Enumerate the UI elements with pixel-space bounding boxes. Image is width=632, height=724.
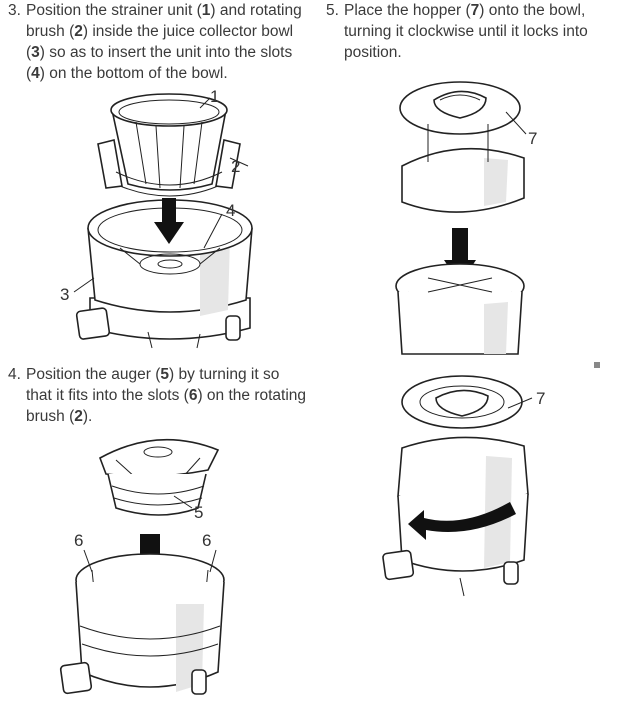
callout-7-bottom: 7	[536, 389, 545, 408]
text-run: ) onto the bowl, turning it clockwise un…	[344, 2, 588, 61]
callout-2: 2	[231, 157, 240, 176]
text-run: ) inside the juice collector bowl (	[26, 23, 294, 61]
text-run: ) by turning it so that it fits into the…	[26, 366, 280, 404]
step-3-instruction: 3. Position the strainer unit (1) and ro…	[8, 0, 308, 84]
part-ref-number: 2	[74, 408, 83, 425]
step-text: Position the strainer unit (1) and rotat…	[8, 0, 308, 84]
step-text: Place the hopper (7) onto the bowl, turn…	[326, 0, 616, 63]
bullet-marker	[594, 362, 600, 368]
part-ref-number: 6	[188, 387, 198, 404]
text-run: ) so as to insert the unit into the slot…	[26, 44, 293, 82]
text-run: ) and rotating brush (	[26, 2, 302, 40]
text-run: ).	[82, 408, 93, 425]
callout-7-top: 7	[528, 129, 537, 148]
illustration-assembled-rotate: 7	[382, 375, 545, 597]
callout-4: 4	[226, 201, 235, 220]
step-number: 5.	[326, 2, 339, 19]
step-4-instruction: 4. Position the auger (5) by turning it …	[8, 364, 308, 427]
illustration-auger-into-brush: 5 6 6	[59, 438, 225, 695]
step-number: 3.	[8, 2, 21, 19]
text-run: Position the auger (	[26, 366, 161, 383]
step-text: Position the auger (5) by turning it so …	[8, 364, 308, 427]
part-ref-number: 5	[160, 366, 170, 383]
callout-1: 1	[210, 87, 219, 106]
illustration-hopper-placement: 7	[395, 81, 537, 355]
text-run: ) on the bottom of the bowl.	[39, 65, 228, 82]
step-5-instruction: 5. Place the hopper (7) onto the bowl, t…	[326, 0, 616, 63]
text-run: ) on the rotating brush (	[26, 387, 307, 425]
step-number: 4.	[8, 366, 21, 383]
callout-6-right: 6	[202, 531, 211, 550]
callout-6-left: 6	[74, 531, 83, 550]
callout-5: 5	[194, 503, 203, 522]
part-ref-number: 3	[31, 44, 40, 61]
part-ref-number: 7	[470, 2, 480, 19]
part-ref-number: 2	[74, 23, 83, 40]
callout-3: 3	[60, 285, 69, 304]
text-run: Position the strainer unit (	[26, 2, 202, 19]
part-ref-number: 1	[201, 2, 211, 19]
illustration-strainer-into-bowl: 1 2 4 3	[60, 87, 253, 349]
part-ref-number: 4	[31, 65, 40, 82]
text-run: Place the hopper (	[344, 2, 471, 19]
